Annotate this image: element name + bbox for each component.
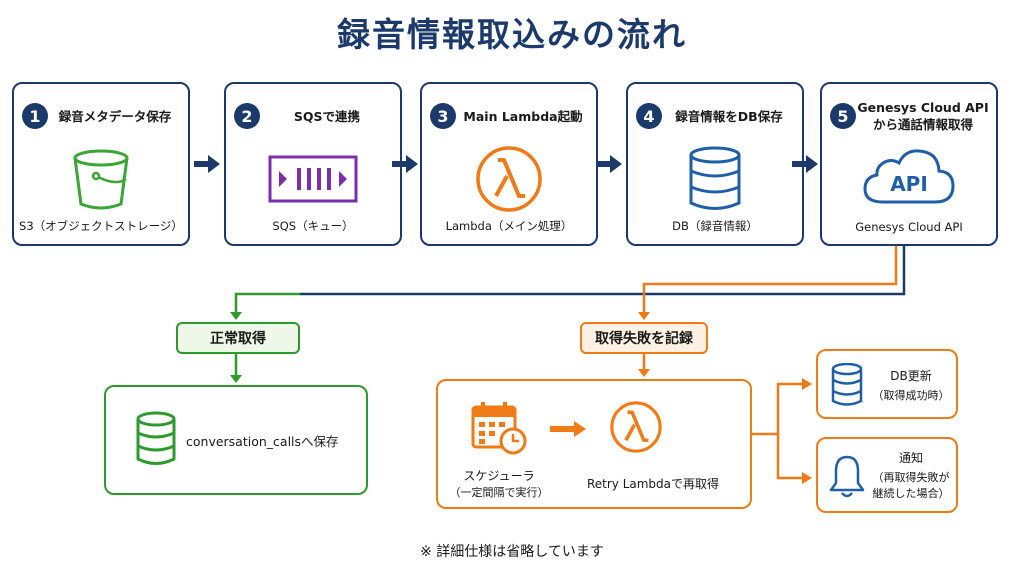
step-number: 1 <box>22 103 48 129</box>
step-sub: DB（録音情報） <box>672 219 758 233</box>
s3-bucket-icon <box>14 144 188 214</box>
scheduler-label: スケジューラ <box>463 469 535 483</box>
orange-connector <box>642 246 898 316</box>
retry-label: Retry Lambdaで再取得 <box>586 477 720 491</box>
step-label-line2: から通話情報取得 <box>872 117 973 132</box>
scheduler-sub: （一定間隔で実行） <box>449 486 549 499</box>
arrow-down-icon <box>230 312 242 320</box>
database-icon <box>136 411 176 465</box>
notify-box: 通知 （再取得失敗が 継続した場合） <box>816 437 958 513</box>
step-1-card: 1 録音メタデータ保存 S3（オブジェクトストレージ） <box>12 82 190 246</box>
green-connector <box>234 292 300 316</box>
database-icon <box>628 144 802 214</box>
lambda-icon <box>610 401 662 453</box>
step-label: Main Lambda起動 <box>463 108 583 124</box>
step-label: 録音メタデータ保存 <box>58 108 172 124</box>
cloud-api-icon: API <box>822 142 996 212</box>
scheduler-calendar-icon <box>471 402 527 455</box>
api-icon-text: API <box>890 172 928 196</box>
sqs-queue-icon <box>226 144 400 214</box>
step-number: 5 <box>830 103 856 129</box>
navy-connector <box>300 246 906 296</box>
database-icon <box>831 363 863 406</box>
arrow-right-icon <box>392 155 418 173</box>
step-sub: Genesys Cloud API <box>855 220 963 234</box>
db-update-box: DB更新 （取得成功時） <box>816 349 958 419</box>
arrow-down-icon <box>638 312 650 320</box>
arrow-right-icon <box>194 155 220 173</box>
retry-box: スケジューラ （一定間隔で実行） Retry Lambdaで再取得 <box>436 379 752 509</box>
notify-sub-line1: （再取得失敗が <box>872 471 950 484</box>
lambda-icon <box>422 144 596 214</box>
step-3-card: 3 Main Lambda起動 Lambda（メイン処理） <box>420 82 598 246</box>
page-title: 録音情報取込みの流れ <box>337 15 687 54</box>
arrow-right-icon <box>792 155 818 173</box>
arrow-down-icon <box>230 375 242 383</box>
step-5-card: 5 Genesys Cloud API から通話情報取得 API Genesys… <box>820 82 998 246</box>
arrow-right-icon <box>802 378 812 390</box>
arrow-down-icon <box>638 369 650 377</box>
step-sub: Lambda（メイン処理） <box>445 219 573 233</box>
step-label: Genesys Cloud API から通話情報取得 <box>856 99 990 133</box>
step-label-line1: Genesys Cloud API <box>857 100 989 115</box>
success-text: conversation_callsへ保存 <box>186 434 339 449</box>
arrow-right-icon <box>802 472 812 484</box>
step-number: 2 <box>234 103 260 129</box>
bell-icon <box>829 455 865 498</box>
step-number: 3 <box>430 103 456 129</box>
failure-pill: 取得失敗を記録 <box>580 322 708 354</box>
success-pill: 正常取得 <box>176 322 300 354</box>
arrow-right-icon <box>596 155 622 173</box>
db-update-title: DB更新 <box>890 369 932 383</box>
notify-sub-line2: 継続した場合） <box>872 487 950 500</box>
step-number: 4 <box>636 103 662 129</box>
step-sub: S3（オブジェクトストレージ） <box>19 219 183 233</box>
step-label: SQSで連携 <box>293 108 361 124</box>
step-4-card: 4 録音情報をDB保存 DB（録音情報） <box>626 82 804 246</box>
step-label: 録音情報をDB保存 <box>675 108 783 124</box>
success-box: conversation_callsへ保存 <box>104 385 368 495</box>
arrow-right-icon <box>550 421 586 437</box>
step-2-card: 2 SQSで連携 SQS（キュー） <box>224 82 402 246</box>
notify-title: 通知 <box>898 451 923 465</box>
step-sub: SQS（キュー） <box>272 219 354 233</box>
footnote: ※ 詳細仕様は省略しています <box>420 544 604 560</box>
db-update-sub: （取得成功時） <box>872 389 950 402</box>
